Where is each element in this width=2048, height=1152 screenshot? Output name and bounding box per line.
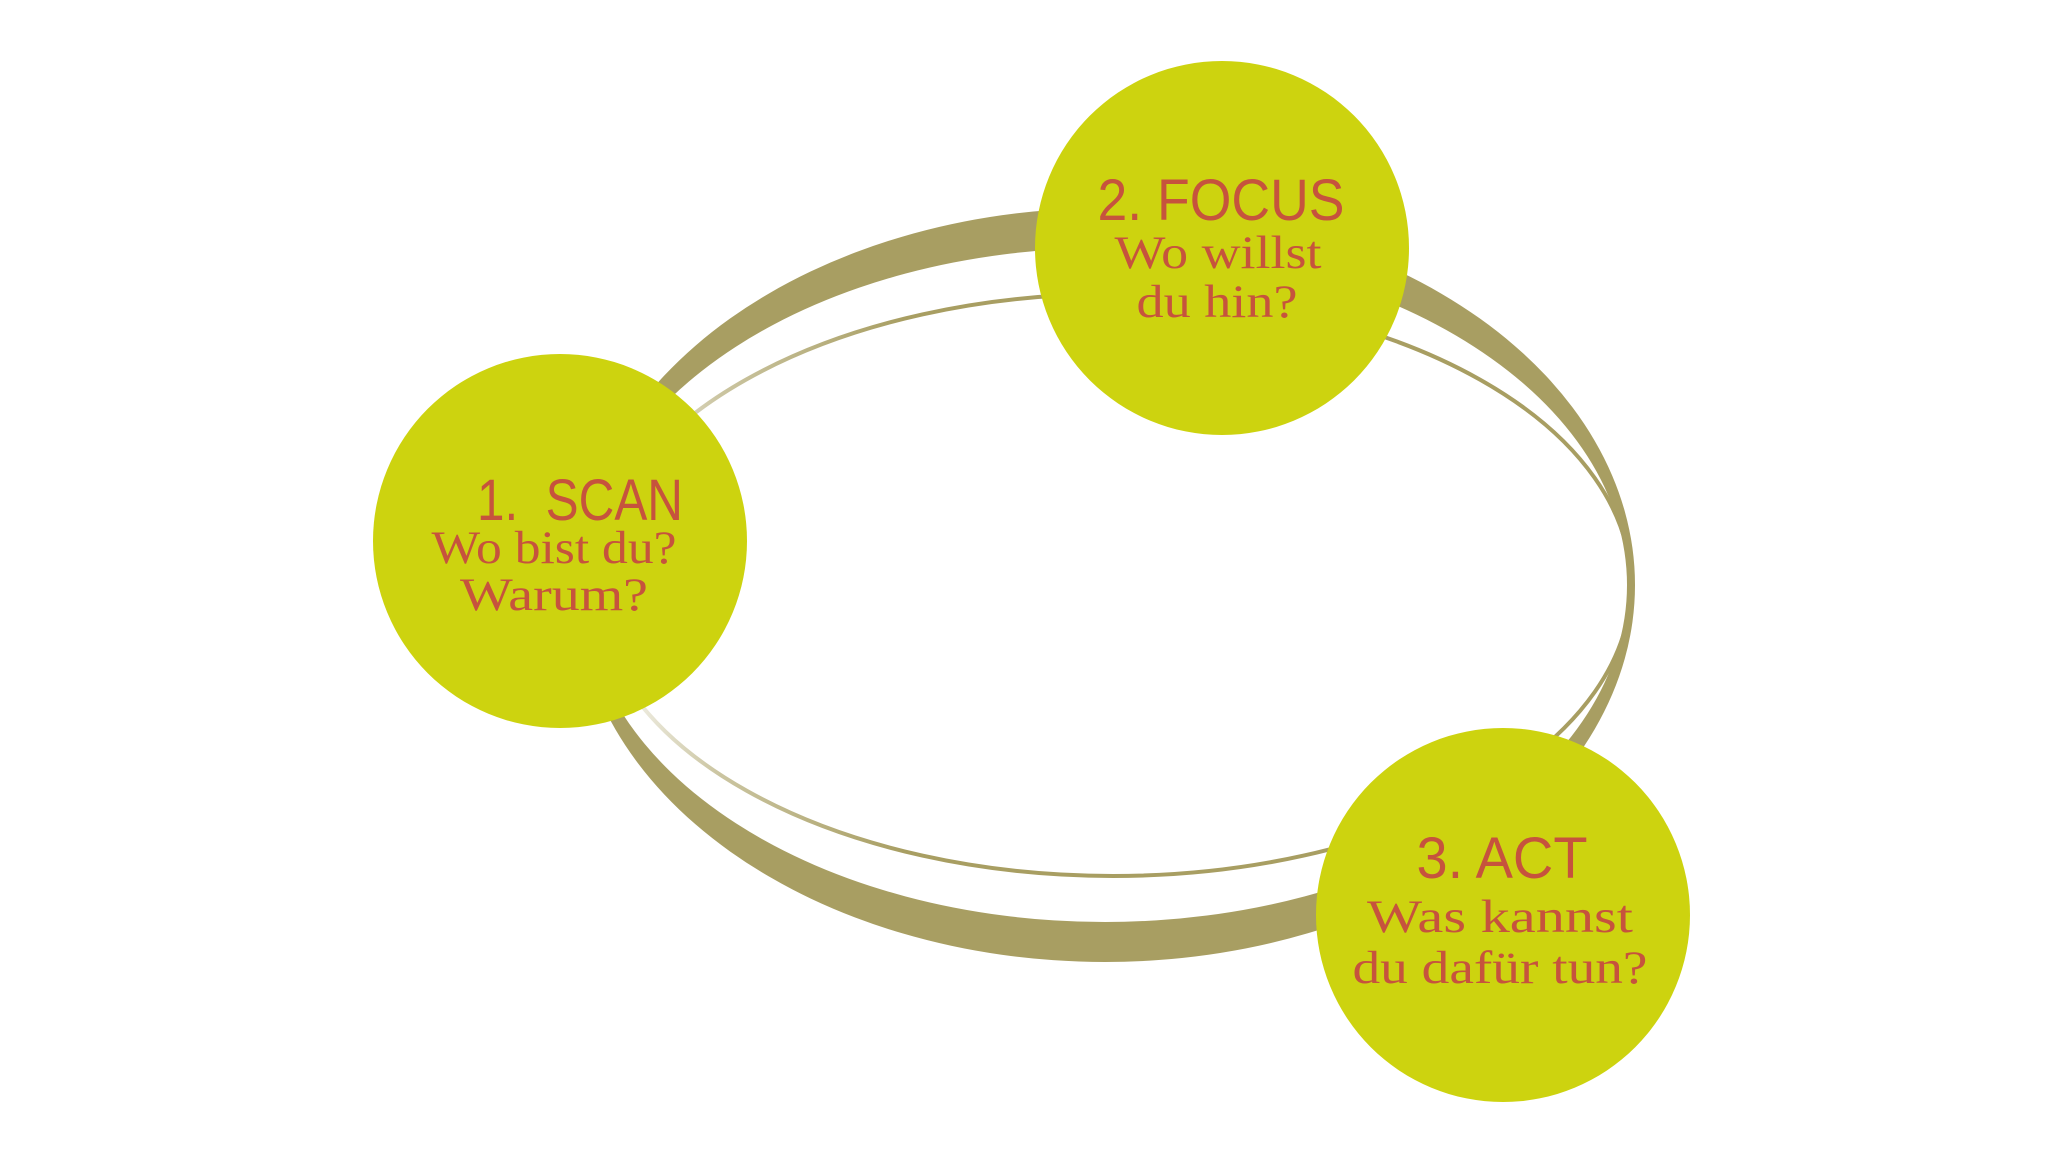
step-question-line: du dafür tun? bbox=[1353, 942, 1648, 994]
step-question-line: du hin? bbox=[1137, 276, 1298, 328]
step-title: 3. ACT bbox=[1417, 826, 1588, 891]
step-node-focus: 2. FOCUS Wo willst du hin? bbox=[1035, 61, 1409, 435]
step-node-scan: 1. SCAN Wo bist du? Warum? bbox=[373, 354, 747, 728]
step-title: 2. FOCUS bbox=[1098, 168, 1345, 233]
step-circle bbox=[1035, 61, 1409, 435]
step-question-line: Wo bist du? bbox=[432, 522, 677, 574]
step-question-line: Was kannst bbox=[1367, 891, 1633, 943]
step-node-act: 3. ACT Was kannst du dafür tun? bbox=[1316, 728, 1690, 1102]
step-circle bbox=[373, 354, 747, 728]
step-question-line: Warum? bbox=[460, 569, 648, 621]
step-title: 1. SCAN bbox=[477, 468, 683, 533]
step-question-line: Wo willst bbox=[1115, 227, 1322, 279]
step-circle bbox=[1316, 728, 1690, 1102]
